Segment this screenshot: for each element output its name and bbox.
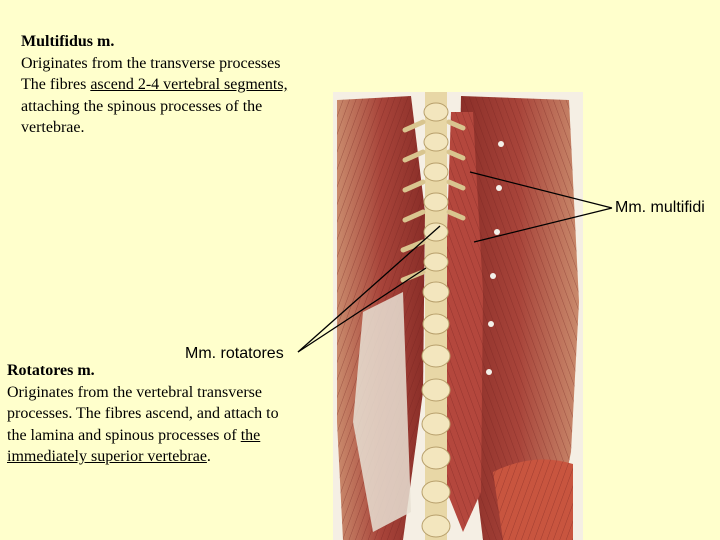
- multifidi-label: Mm. multifidi: [615, 199, 705, 216]
- rotatores-line-3: the lamina and spinous processes of the: [7, 425, 327, 447]
- rotatores-line-4-end: .: [206, 448, 211, 465]
- multifidus-line-2-text: The fibres: [21, 76, 91, 93]
- rotatores-line-4-underlined: immediately superior vertebrae: [7, 448, 207, 465]
- multifidus-description: Multifidus m. Originates from the transv…: [21, 31, 341, 139]
- multifidus-line-1: Originates from the transverse processes: [21, 54, 281, 72]
- back-muscles-illustration: [333, 92, 583, 540]
- rotatores-line-1: Originates from the vertebral transverse: [7, 383, 263, 401]
- rotatores-line-2: processes. The fibres ascend, and attach…: [7, 405, 279, 422]
- multifidus-line-3: attaching the spinous processes of the: [21, 97, 263, 115]
- multifidus-line-2: The fibres ascend 2-4 vertebral segments…: [21, 74, 341, 96]
- rotatores-line-3-text: the lamina and spinous processes of: [7, 426, 241, 444]
- rotatores-label: Mm. rotatores: [185, 345, 284, 362]
- multifidus-line-4: vertebrae.: [21, 119, 85, 136]
- rotatores-line-3-underlined: the: [240, 426, 261, 444]
- rotatores-line-4: immediately superior vertebrae.: [7, 446, 327, 468]
- rotatores-description: Rotatores m. Originates from the vertebr…: [7, 360, 327, 468]
- rotatores-title: Rotatores m.: [7, 362, 95, 379]
- multifidus-line-2-underlined: ascend 2-4 vertebral segments,: [90, 76, 288, 93]
- multifidus-title: Multifidus m.: [21, 33, 115, 50]
